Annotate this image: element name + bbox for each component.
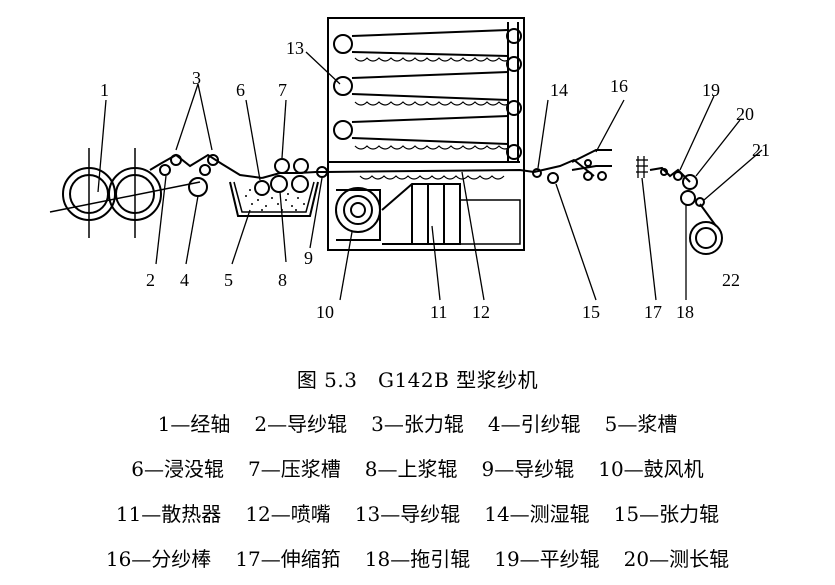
legend-item: 10—鼓风机 [598,457,704,481]
legend-item: 7—压浆槽 [248,457,341,481]
legend-row-1: 1—经轴 2—导纱辊 3—张力辊 4—引纱辊 5—浆槽 [0,408,835,437]
legend-item: 9—导纱辊 [481,457,575,481]
exit-rollers [532,99,625,184]
label-12: 12 [472,302,490,322]
legend-row-3: 11—散热器 12—喷嘴 13—导纱辊 14—测湿辊 15—张力辊 [0,498,835,527]
legend-row-2: 6—浸没辊 7—压浆槽 8—上浆辊 9—导纱辊 10—鼓风机 [0,453,835,482]
legend-item: 17—伸缩筘 [235,547,341,571]
label-17: 17 [644,302,662,322]
legend-item: 18—拖引辊 [364,547,471,571]
label-7: 7 [278,80,287,100]
label-11: 11 [430,302,447,322]
legend-row-4: 16—分纱棒 17—伸缩筘 18—拖引辊 19—平纱辊 20—测长辊 [0,543,835,572]
label-15: 15 [582,302,600,322]
label-1: 1 [100,80,109,100]
size-box [229,158,326,217]
legend-item: 11—散热器 [115,502,222,526]
guide-rollers [149,153,263,197]
legend-item: 20—测长辊 [623,547,730,571]
label-2: 2 [146,270,155,290]
expansion-comb [636,156,648,178]
radiator [381,183,521,245]
label-3: 3 [192,68,201,88]
legend-item: 12—喷嘴 [245,502,331,526]
legend-item: 19—平纱辊 [494,547,600,571]
legend-item: 16—分纱棒 [105,547,212,571]
label-9: 9 [304,248,313,268]
label-18: 18 [676,302,694,322]
label-8: 8 [278,270,287,290]
leader-lines [97,51,687,301]
legend-item: 3—张力辊 [371,412,464,436]
label-19: 19 [702,80,720,100]
legend-item: 6—浸没辊 [131,457,225,481]
label-6: 6 [236,80,245,100]
label-14: 14 [550,80,568,100]
label-5: 5 [224,270,233,290]
label-22: 22 [722,270,740,290]
legend-item: 14—测湿辊 [484,502,590,526]
take-up-rollers [649,95,763,255]
drying-nozzles [354,57,512,180]
legend-item: 4—引纱辊 [487,412,581,436]
drying-chamber [325,17,535,251]
sizing-machine-diagram: 1 2 3 4 5 6 7 8 9 10 11 12 13 14 15 16 1… [49,17,770,322]
label-20: 20 [736,104,754,124]
legend-item: 13—导纱辊 [354,502,461,526]
label-16: 16 [610,76,628,96]
blower [335,187,381,241]
label-4: 4 [180,270,189,290]
legend-item: 1—经轴 [157,412,231,436]
legend-item: 8—上浆辊 [364,457,458,481]
legend-item: 2—导纱辊 [254,412,348,436]
label-21: 21 [752,140,770,160]
size-liquid-dots [245,189,305,211]
figure-caption: 图 5.3 G142B 型浆纱机 [296,368,539,392]
legend-item: 5—浆槽 [604,412,678,436]
legend-item: 15—张力辊 [613,502,720,526]
label-10: 10 [316,302,334,322]
label-13: 13 [286,38,304,58]
warp-beam [49,148,201,238]
